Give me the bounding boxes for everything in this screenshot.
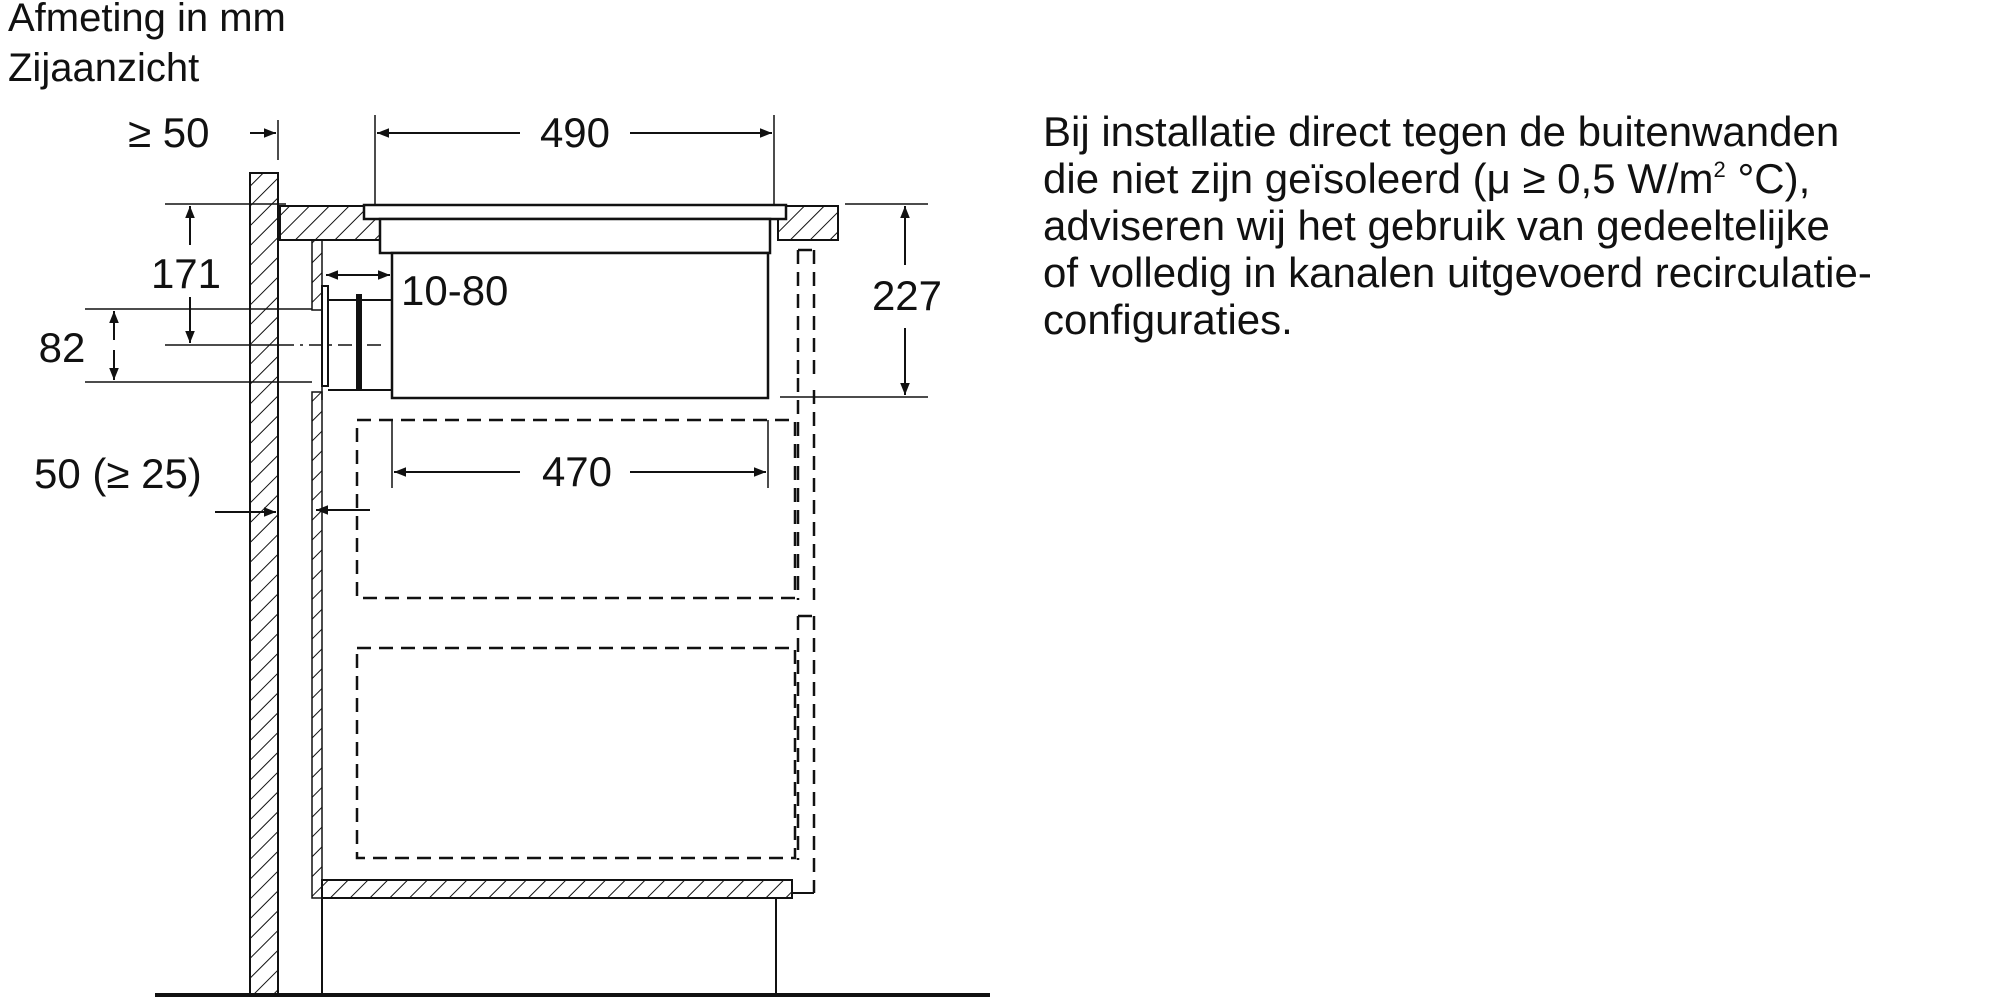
plinth: [321, 898, 777, 995]
wall: [249, 172, 279, 996]
dim-height-171: 171: [151, 203, 286, 346]
label-height-227: 227: [872, 272, 942, 319]
installation-note: Bij installatie direct tegen de buitenwa…: [1043, 108, 1993, 343]
note-line-1: Bij installatie direct tegen de buitenwa…: [1043, 108, 1840, 155]
note-line-3: adviseren wij het gebruik van gedeelteli…: [1043, 202, 1830, 249]
note-line-2: die niet zijn geïsoleerd (μ ≥ 0,5 W/m2 °…: [1043, 155, 1993, 202]
label-gap-50-25: 50 (≥ 25): [34, 450, 202, 497]
label-width-top: 490: [540, 109, 610, 156]
dim-wall-clearance: ≥ 50: [128, 109, 279, 160]
label-height-171: 171: [151, 250, 221, 297]
label-height-82: 82: [39, 324, 86, 371]
dim-height-227: 227: [780, 203, 942, 398]
dim-width-470: 470: [391, 420, 769, 495]
label-width-470: 470: [542, 448, 612, 495]
diagram-subtitle: Zijaanzicht: [8, 46, 200, 90]
note-line-2-text: die niet zijn geïsoleerd (μ ≥ 0,5 W/m: [1043, 155, 1714, 202]
dim-range-10-80: 10-80: [326, 267, 508, 314]
dim-height-82: 82: [39, 308, 312, 383]
note-superscript: 2: [1713, 157, 1726, 182]
cabinet-floor: [321, 879, 814, 899]
label-wall-clearance: ≥ 50: [128, 109, 209, 156]
note-line-2-end: °C),: [1725, 155, 1811, 202]
dim-gap-50-25: 50 (≥ 25): [34, 450, 370, 517]
worktop: [279, 205, 839, 241]
note-line-5: configuraties.: [1043, 296, 1293, 343]
drawers: [355, 248, 816, 893]
note-line-4: of volledig in kanalen uitgevoerd recirc…: [1043, 249, 1872, 296]
side-view-drawing: ≥ 50 490 171 10-80 227 82: [34, 109, 990, 997]
hob-unit: [362, 203, 788, 400]
label-range-10-80: 10-80: [401, 267, 508, 314]
diagram-title: Afmeting in mm: [8, 0, 286, 40]
duct-connector: [280, 285, 392, 391]
cabinet-back-panel: [311, 239, 323, 899]
dim-width-top: 490: [374, 109, 775, 205]
